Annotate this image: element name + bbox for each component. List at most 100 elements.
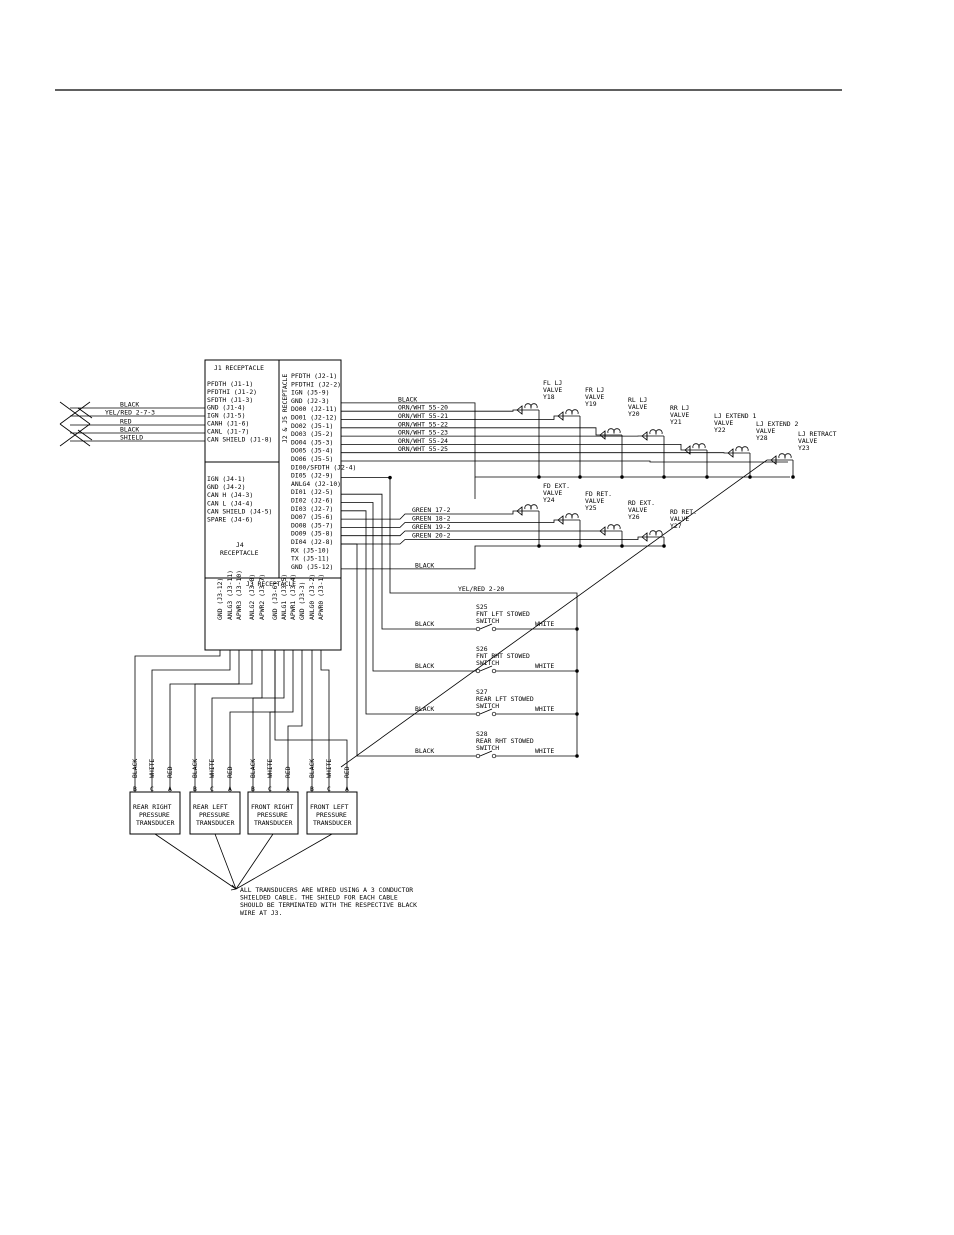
switch-terminal: [475, 626, 481, 632]
coil-symbol: [649, 429, 663, 436]
transducer-label-line3: TRANSDUCER: [313, 819, 352, 827]
cable-break-mark: [59, 423, 91, 447]
j4-pin-label: CAN SHIELD (J4-5): [207, 507, 272, 515]
j3-pin-label: GND (J3-3): [298, 582, 306, 620]
transducer-label-line3: TRANSDUCER: [136, 819, 175, 827]
valve-name: LJ EXTEND 1: [714, 412, 756, 420]
switch-blade: [479, 750, 493, 757]
j2-j5-pin-label: PFDTHI (J2-2): [291, 380, 341, 388]
switch-terminal: [491, 626, 497, 632]
switch-type: SWITCH: [476, 617, 499, 625]
j2-j5-pin-label: DO07 (J5-6): [291, 513, 333, 521]
switch-junction: [575, 754, 579, 758]
valve-id: Y18: [543, 393, 555, 401]
coil-symbol: [565, 409, 579, 416]
ground-junction: [578, 475, 582, 479]
controller-module: [204, 359, 342, 651]
valve-signal-wire: [340, 459, 769, 768]
transducer-label-line1: FRONT LEFT: [310, 803, 349, 811]
j2-j5-pin-label: GND (J5-12): [291, 563, 333, 571]
valve-name: LJ RETRACT: [798, 430, 837, 438]
valve-type: VALVE: [628, 403, 647, 411]
note-text-line: SHIELDED CABLE. THE SHIELD FOR EACH CABL…: [240, 894, 398, 902]
valve-id: Y21: [670, 418, 682, 426]
switch-feed-label: YEL/RED 2-20: [458, 585, 504, 593]
arrowhead: [230, 884, 237, 891]
valve-type: VALVE: [543, 386, 562, 394]
switch-name: FNT RHT STOWED: [476, 652, 530, 660]
transducer-label-line2: PRESSURE: [139, 811, 170, 819]
switch-terminal: [491, 668, 497, 674]
valve-id: Y22: [714, 426, 726, 434]
coil-symbol: [565, 513, 579, 520]
j2-j5-pin-list: PFDTH (J2-1)PFDTHI (J2-2)IGN (J5-9)GND (…: [291, 372, 356, 571]
coil-symbol: [524, 504, 538, 511]
j2-j5-pin-label: DO04 (J5-3): [291, 438, 333, 446]
ret-signal-wire: [341, 530, 598, 537]
switch-blade: [479, 665, 493, 672]
solenoid-valve-y25: [556, 513, 580, 525]
transducer-wire: [274, 650, 348, 792]
transducer-wire: [252, 650, 285, 792]
valve-signal-wire: [341, 409, 515, 412]
j2-j5-pin-label: DI04 (J2-8): [291, 538, 333, 546]
j2-j5-pin-label: DI00/SFDTH (J2-4): [291, 463, 356, 471]
switch-name: REAR LFT STOWED: [476, 695, 534, 703]
j1-pin-label: CANL (J1-7): [207, 427, 249, 435]
j1-pin-list: PFDTH (J1-1)PFDTHI (J1-2)SFDTH (J1-3)GND…: [207, 380, 272, 443]
j4-pin-label: IGN (J4-1): [207, 475, 245, 483]
transducer-label-line3: TRANSDUCER: [196, 819, 235, 827]
switch-terminal: [491, 753, 497, 759]
transducer-label-line3: TRANSDUCER: [254, 819, 293, 827]
ret-wire-label: GREEN 18-2: [412, 515, 451, 523]
j4-title-line1: J4: [236, 541, 244, 549]
transducer-wire: [211, 650, 263, 792]
valve-wire-label: ORN/WHT 55-21: [398, 412, 448, 420]
ret-wire-label: GREEN 19-2: [412, 523, 451, 531]
j4-receptacle: IGN (J4-1)GND (J4-2)CAN H (J4-3)CAN L (J…: [207, 475, 272, 557]
feed-junction: [388, 475, 392, 480]
can-wire-label: BLACK: [120, 401, 139, 409]
solenoid-valve-y27: [640, 530, 664, 542]
valve-wire-label: ORN/WHT 55-24: [398, 437, 448, 445]
transducer-label-line1: REAR LEFT: [193, 803, 228, 811]
coil-symbol: [607, 524, 621, 531]
j2-j5-pin-label: ANLG4 (J2-10): [291, 480, 341, 488]
j1-pin-label: CANH (J1-6): [207, 420, 249, 428]
j2-j5-pin-label: DO06 (J5-5): [291, 455, 333, 463]
valve-signal-wire: [341, 427, 598, 436]
valve-id: Y26: [628, 513, 640, 521]
valve-id: Y20: [628, 410, 640, 418]
switch-signal-wire: [341, 502, 478, 672]
cable-break-mark: [77, 429, 93, 441]
transducer-label-line2: PRESSURE: [316, 811, 347, 819]
note-text-line: SHOULD BE TERMINATED WITH THE RESPECTIVE…: [240, 901, 417, 909]
switch-right-wire-label: WHITE: [535, 662, 554, 670]
valve-signal-wire: [341, 415, 556, 420]
j3-pin-label: GND (J3-12): [216, 578, 224, 620]
j2-j5-pin-label: DI02 (J2-6): [291, 497, 333, 505]
j2-j5-title: J2 & J5 RECEPTACLE: [281, 374, 289, 443]
transducer-wiring: REAR RIGHTPRESSURETRANSDUCERBLACKBWHITEC…: [129, 650, 358, 891]
valve-type: VALVE: [756, 427, 775, 435]
transducer-label-line2: PRESSURE: [199, 811, 230, 819]
switch-feed-bus: [341, 477, 578, 756]
valve-id: Y25: [585, 504, 597, 512]
switch-terminal: [475, 711, 481, 717]
switch-name: REAR RHT STOWED: [476, 737, 534, 745]
j2-j5-pin-label: DO05 (J5-4): [291, 447, 333, 455]
j2-j5-pin-label: DO03 (J5-2): [291, 430, 333, 438]
solenoid-valve-y18: [515, 403, 539, 415]
switch-signal-wire: [341, 493, 478, 630]
can-wire-label: BLACK: [120, 426, 139, 434]
j1-pin-label: PFDTH (J1-1): [207, 380, 253, 388]
j1-pin-label: GND (J1-4): [207, 404, 245, 412]
j2-j5-pin-label: DO00 (J2-11): [291, 405, 337, 413]
switch-id: S27: [476, 688, 488, 696]
ground-junction: [620, 475, 624, 479]
j1-pin-label: SFDTH (J1-3): [207, 396, 253, 404]
